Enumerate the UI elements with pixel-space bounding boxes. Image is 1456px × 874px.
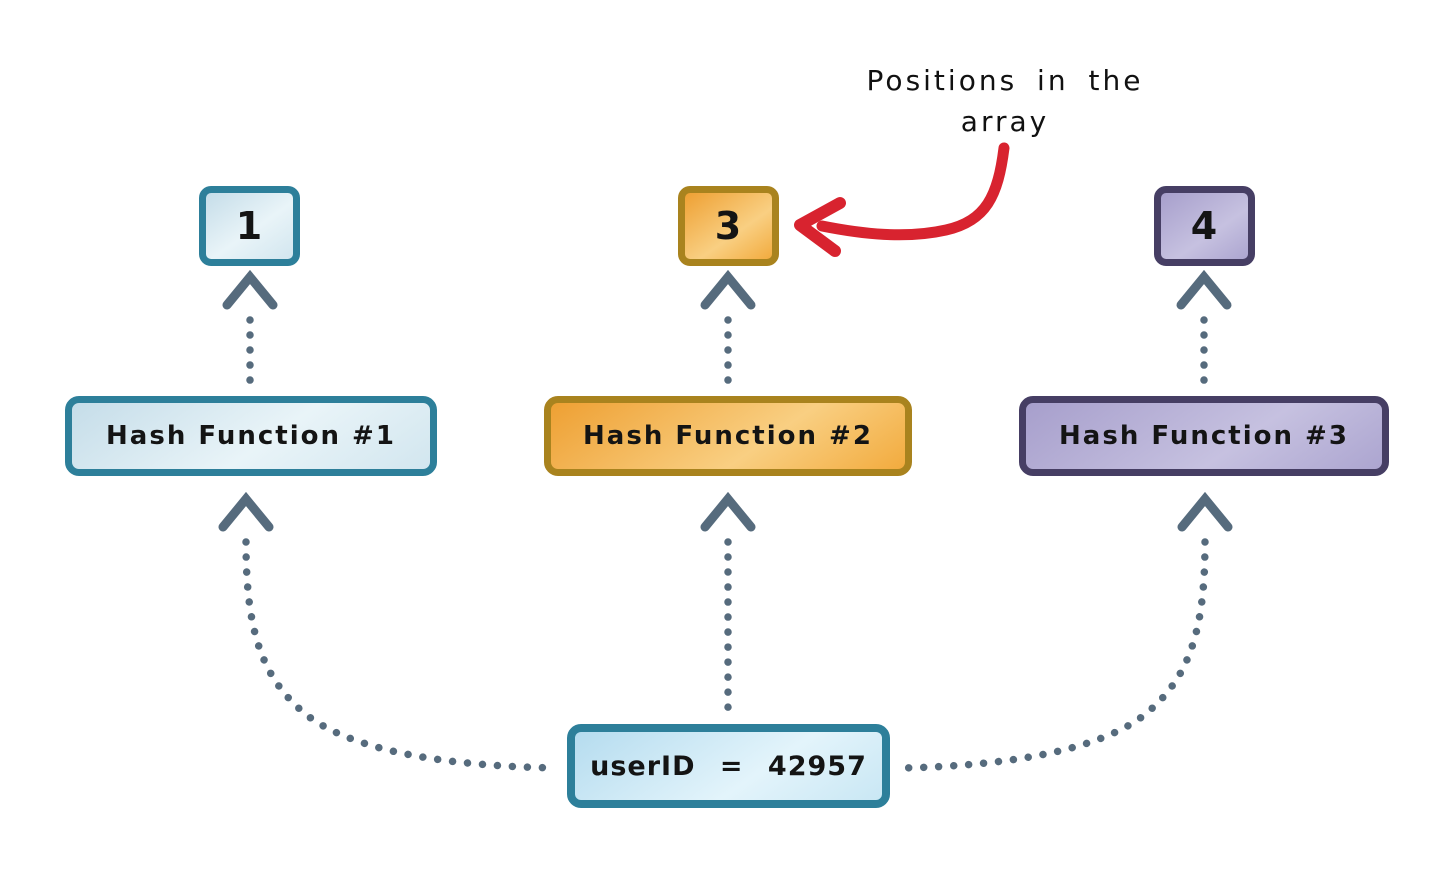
hash-function-label: Hash Function #2 [583,421,873,451]
arrow-up-chevron-icon [700,269,756,310]
hash-function-3-box: Hash Function #3 [1019,396,1389,476]
position-box-1: 1 [199,186,300,266]
dotted-curve-userid-to-hash3 [897,538,1209,772]
arrow-up-chevron-icon [218,491,274,532]
position-value: 4 [1190,204,1219,248]
userid-box: userID = 42957 [567,724,890,808]
red-arrowhead-icon [794,197,846,257]
hash-function-1-box: Hash Function #1 [65,396,437,476]
position-box-4: 4 [1154,186,1255,266]
hash-function-2-box: Hash Function #2 [544,396,912,476]
annotation-positions-in-array: Positions in the array [840,60,1170,142]
position-value: 3 [714,204,743,248]
arrow-up-chevron-icon [1177,491,1233,532]
arrow-up-chevron-icon [700,491,756,532]
hash-function-label: Hash Function #3 [1059,421,1349,451]
position-value: 1 [235,204,264,248]
arrow-up-chevron-icon [1176,269,1232,310]
dotted-curve-userid-to-hash1 [242,538,560,772]
position-box-3: 3 [678,186,779,266]
arrow-up-chevron-icon [222,269,278,310]
annotation-line-2: array [960,105,1050,138]
hash-function-label: Hash Function #1 [106,421,396,451]
annotation-line-1: Positions in the [866,64,1144,97]
red-annotation-arrow [816,142,1010,241]
userid-label: userID = 42957 [590,750,867,782]
